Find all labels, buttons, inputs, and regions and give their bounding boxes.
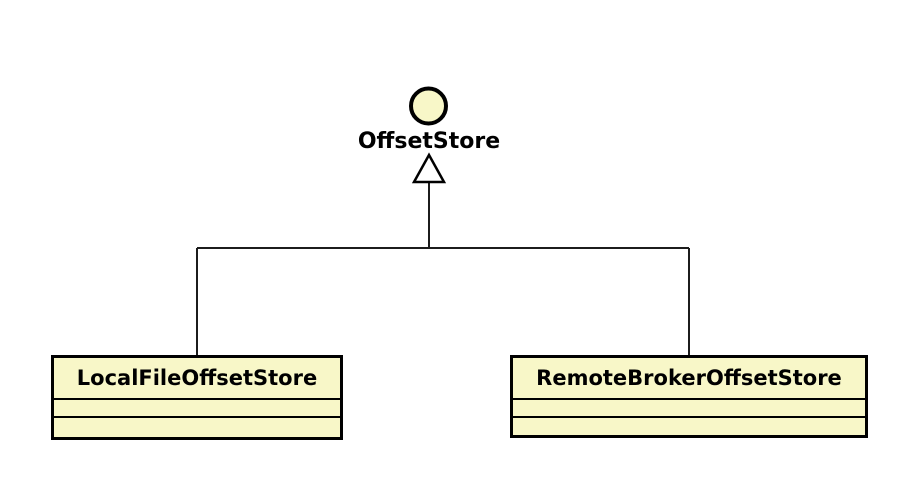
attributes-compartment xyxy=(54,400,340,418)
class-name-label: LocalFileOffsetStore xyxy=(54,358,340,400)
class-name-label: RemoteBrokerOffsetStore xyxy=(513,358,865,400)
interface-lollipop-icon xyxy=(409,86,448,126)
generalization-triangle-icon xyxy=(411,152,447,184)
class-box-remote-broker-offset-store: RemoteBrokerOffsetStore xyxy=(510,355,868,438)
methods-compartment xyxy=(54,418,340,437)
class-box-local-file-offset-store: LocalFileOffsetStore xyxy=(51,355,343,440)
attributes-compartment xyxy=(513,400,865,418)
methods-compartment xyxy=(513,418,865,435)
interface-name-label: OffsetStore xyxy=(357,129,501,154)
